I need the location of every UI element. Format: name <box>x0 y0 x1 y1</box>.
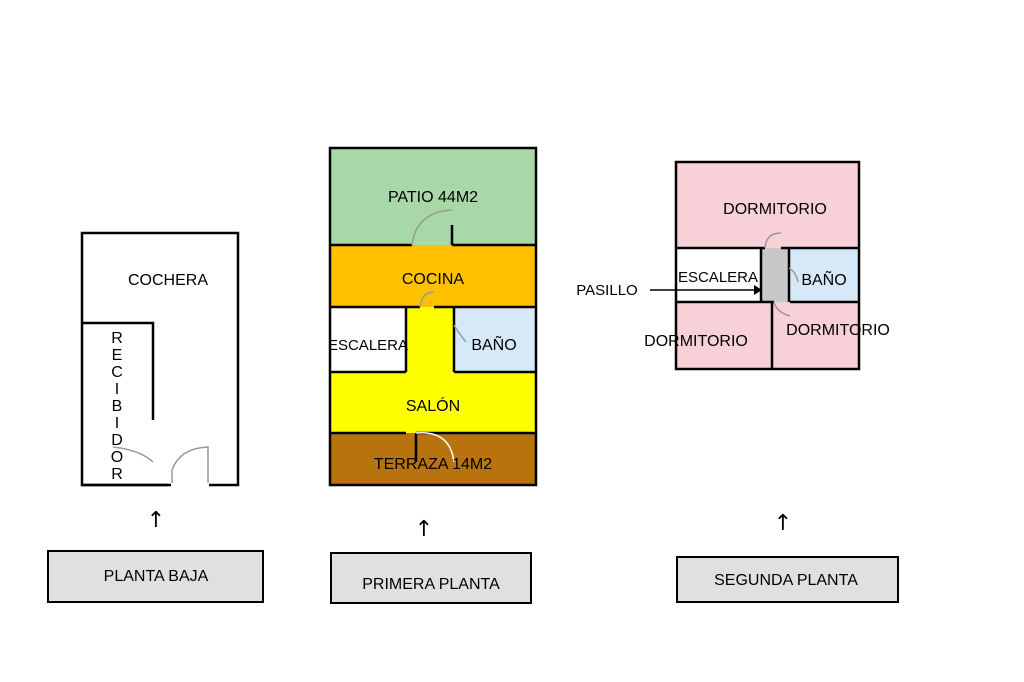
arrow-up-icon: ↑ <box>774 511 792 536</box>
terraza-room <box>330 433 536 485</box>
recibidor-letter: R <box>111 466 123 483</box>
recibidor-letter: I <box>115 415 119 432</box>
cochera-room <box>80 231 240 487</box>
primera-outer-wall <box>328 146 538 487</box>
terraza-door <box>415 432 455 463</box>
salon-room <box>330 372 536 433</box>
terraza-label: TERRAZA 14M2 <box>374 456 492 473</box>
entrance-door <box>171 446 209 485</box>
dormitorio-left-label: DORMITORIO <box>644 333 748 350</box>
recibidor-letter: O <box>111 449 123 466</box>
recibidor-letter: R <box>111 330 123 347</box>
pasillo-label: PASILLO <box>576 282 637 299</box>
plan-primera-planta: PATIO 44M2 COCINA ESCALERA BAÑO SALÓN TE… <box>328 146 538 604</box>
bano-room-2 <box>789 248 859 302</box>
bano-label-2: BAÑO <box>801 269 846 289</box>
plan-planta-baja: COCHERA R E C I B I D O R ↑ PLANTA BAJA <box>47 231 264 603</box>
dormitorio-right-label: DORMITORIO <box>786 322 890 339</box>
escalera-label-2: ESCALERA <box>678 269 758 286</box>
escalera-label: ESCALERA <box>328 337 408 354</box>
patio-label: PATIO 44M2 <box>388 189 478 206</box>
salon-label: SALÓN <box>406 396 460 415</box>
recibidor-letter: B <box>112 398 123 415</box>
pasillo-room <box>761 248 789 302</box>
cochera-label: COCHERA <box>128 272 208 289</box>
cocina-room <box>330 245 536 307</box>
pasillo-walls <box>759 248 791 302</box>
caption-box-planta-baja <box>47 550 264 603</box>
caption-segunda-planta: SEGUNDA PLANTA <box>714 572 858 589</box>
recibidor-letter: C <box>111 364 123 381</box>
bano-door <box>453 324 467 343</box>
patio-room <box>330 148 536 245</box>
recibidor-letter: D <box>111 432 123 449</box>
recibidor-letter: E <box>112 347 123 364</box>
arrow-up-icon: ↑ <box>147 508 165 533</box>
recibidor-wall <box>82 321 155 420</box>
caption-primera-planta: PRIMERA PLANTA <box>362 576 500 593</box>
dormitorio-door <box>773 301 791 317</box>
hall-room <box>406 307 454 372</box>
dormitorio-top-label: DORMITORIO <box>723 201 827 218</box>
escalera-room-2 <box>676 248 761 302</box>
cocina-door <box>419 291 435 308</box>
hall-walls <box>404 307 456 372</box>
pasillo-pointer-arrow-icon <box>754 285 762 295</box>
caption-box-primera-planta <box>330 552 532 604</box>
caption-planta-baja: PLANTA BAJA <box>104 568 209 585</box>
escalera-room <box>330 307 406 372</box>
dormitorio-top-door <box>764 232 782 249</box>
recibidor-door <box>112 446 154 463</box>
plan-segunda-planta: DORMITORIO ESCALERA BAÑO DORMITORIO DORM… <box>576 160 899 603</box>
bano-door-2 <box>788 267 799 283</box>
recibidor-letter: I <box>115 381 119 398</box>
segunda-outer-wall <box>674 160 861 371</box>
cocina-label: COCINA <box>402 271 465 288</box>
recibidor-label: R E C I B I D O R <box>111 330 123 483</box>
patio-door <box>411 209 453 246</box>
bano-label: BAÑO <box>471 334 516 354</box>
caption-box-segunda-planta <box>676 556 899 603</box>
arrow-up-icon: ↑ <box>415 517 433 542</box>
bano-room <box>454 307 536 372</box>
